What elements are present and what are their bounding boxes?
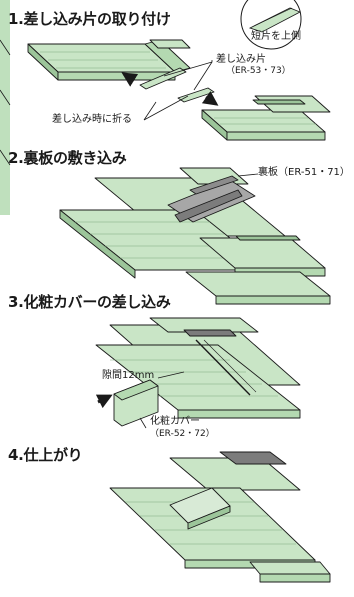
- step3-title: 3.化粧カバーの差し込み: [8, 291, 171, 312]
- step2-title-text: 裏板の敷き込み: [23, 149, 127, 167]
- step3-illustration: [95, 317, 301, 429]
- cosmetic-cover-code-label: （ER-52・72）: [150, 429, 215, 439]
- cosmetic-cover-label: 化粧カバー: [150, 416, 200, 427]
- step1-title: 1.差し込み片の取り付け: [8, 8, 171, 29]
- step4-title-text: 仕上がり: [23, 446, 83, 464]
- step1-illustration: [27, 39, 331, 141]
- step2-illustration: [59, 167, 331, 305]
- step1-number: 1.: [8, 10, 24, 28]
- step1-title-text: 差し込み片の取り付け: [23, 10, 171, 28]
- step4-title: 4.仕上がり: [8, 444, 83, 465]
- back-plate-label: 裏板（ER-51・71）: [258, 167, 350, 178]
- step3-number: 3.: [8, 293, 24, 311]
- step2-title: 2.裏板の敷き込み: [8, 147, 127, 168]
- step4-number: 4.: [8, 446, 24, 464]
- step2-number: 2.: [8, 149, 24, 167]
- insert-piece-code-label: （ER-53・73）: [226, 66, 291, 76]
- step3-title-text: 化粧カバーの差し込み: [23, 293, 171, 311]
- left-edge-strip: [0, 0, 11, 215]
- insert-piece-label: 差し込み片: [216, 54, 266, 65]
- fold-when-inserting-label: 差し込み時に折る: [52, 114, 132, 125]
- inset-magnifier: [240, 0, 302, 50]
- short-side-up-label: 短片を上側: [251, 31, 301, 42]
- step4-illustration: [109, 451, 331, 583]
- gap-label: 隙間12mm: [102, 370, 155, 381]
